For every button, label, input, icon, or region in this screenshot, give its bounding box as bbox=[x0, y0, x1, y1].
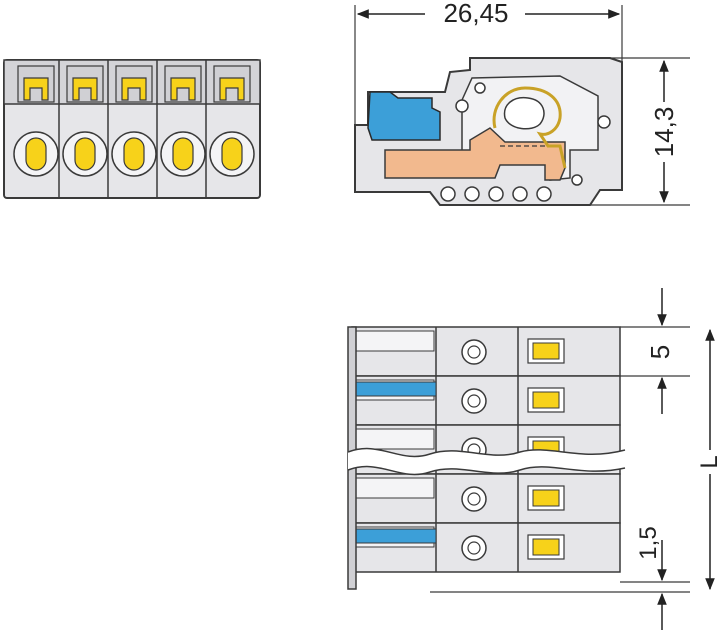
clamp-visible bbox=[25, 137, 47, 171]
row-latch bbox=[351, 330, 435, 352]
test-hole bbox=[536, 186, 552, 202]
pole-release-slot bbox=[170, 77, 196, 101]
clamp-visible bbox=[221, 137, 243, 171]
width-dimension-label: 26,45 bbox=[443, 0, 508, 28]
test-opening-inner bbox=[467, 345, 481, 359]
front-pole bbox=[13, 65, 59, 177]
clamp-visible bbox=[123, 137, 145, 171]
side-view: 26,45 14,3 bbox=[354, 0, 690, 206]
clamp-indicator bbox=[532, 489, 560, 507]
clamp-visible bbox=[74, 137, 96, 171]
push-button-actuator bbox=[355, 381, 437, 397]
length-dimension-label: L bbox=[696, 455, 720, 468]
clamp-indicator bbox=[532, 538, 560, 556]
break-line bbox=[348, 448, 625, 475]
break-line-edge bbox=[347, 447, 626, 458]
row-latch bbox=[351, 477, 435, 499]
pole-row bbox=[351, 326, 621, 377]
test-hole bbox=[464, 186, 480, 202]
push-button-actuator bbox=[355, 528, 437, 544]
pole-row bbox=[351, 473, 621, 524]
front-pole bbox=[205, 60, 255, 198]
pitch-dimension-label: 5 bbox=[645, 345, 675, 359]
pole-release-slot bbox=[72, 77, 98, 101]
front-pole bbox=[156, 60, 206, 198]
test-opening-inner bbox=[467, 492, 481, 506]
push-button-actuator bbox=[367, 91, 441, 141]
row-latch bbox=[351, 428, 435, 450]
clamp-indicator bbox=[532, 342, 560, 360]
housing-hole bbox=[571, 174, 583, 186]
clamp-visible bbox=[172, 137, 194, 171]
pole-release-slot bbox=[121, 77, 147, 101]
test-opening-inner bbox=[467, 394, 481, 408]
front-view bbox=[3, 59, 261, 199]
pole-release-slot bbox=[219, 77, 245, 101]
pole-release-slot bbox=[23, 77, 49, 101]
test-hole bbox=[512, 186, 528, 202]
clamp-spring bbox=[492, 86, 567, 169]
spring-window bbox=[503, 96, 545, 130]
pole-row bbox=[351, 522, 621, 573]
test-hole bbox=[440, 186, 456, 202]
pole-row bbox=[351, 375, 621, 426]
housing-hole bbox=[455, 99, 469, 113]
front-pole bbox=[58, 60, 108, 198]
height-dimension-label: 14,3 bbox=[649, 107, 679, 158]
clamp-indicator bbox=[532, 391, 560, 409]
test-hole bbox=[488, 186, 504, 202]
top-view: 5 1,5 L bbox=[347, 288, 720, 630]
housing-hole bbox=[474, 82, 486, 94]
test-opening-inner bbox=[467, 541, 481, 555]
offset-dimension-label: 1,5 bbox=[635, 526, 662, 559]
contact-blade bbox=[384, 127, 566, 181]
front-pole bbox=[107, 60, 157, 198]
housing-hole bbox=[597, 115, 611, 129]
break-line-edge bbox=[347, 465, 626, 476]
